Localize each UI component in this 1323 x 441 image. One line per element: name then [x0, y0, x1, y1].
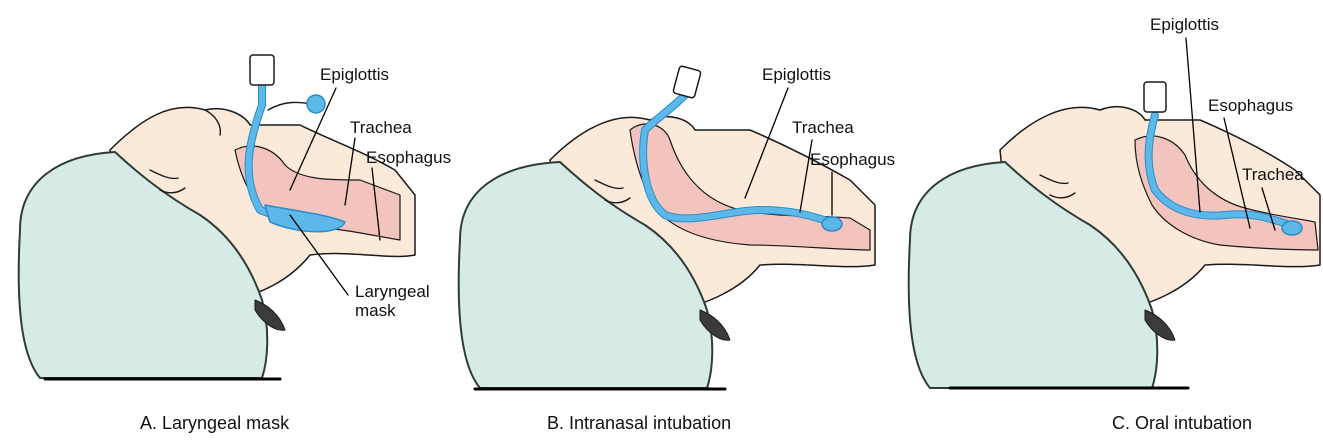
panel-c-label-epiglottis: Epiglottis — [1150, 15, 1219, 34]
panel-c-label-trachea: Trachea — [1242, 165, 1304, 184]
panel-a-label-trachea: Trachea — [350, 118, 412, 137]
panel-c-tube-cuff — [1282, 221, 1302, 235]
panel-c-label-esophagus: Esophagus — [1208, 96, 1293, 115]
panel-a-connector — [250, 55, 274, 85]
panel-a-label-mask-line1: Laryngeal — [355, 282, 430, 301]
panel-c-illustration — [890, 0, 1323, 441]
panel-a-label-esophagus: Esophagus — [366, 148, 451, 167]
panel-a-label-mask-line2: mask — [355, 301, 396, 320]
panel-b-caption: B. Intranasal intubation — [547, 413, 731, 434]
panel-b-connector — [673, 66, 701, 99]
panel-b-label-esophagus: Esophagus — [810, 150, 895, 169]
panel-c-caption: C. Oral intubation — [1112, 413, 1252, 434]
panel-a-pilot-line — [268, 102, 312, 110]
panel-a-caption: A. Laryngeal mask — [140, 413, 289, 434]
panel-c-connector — [1144, 82, 1166, 112]
panel-b-label-trachea: Trachea — [792, 118, 854, 137]
panel-a-label-epiglottis: Epiglottis — [320, 65, 389, 84]
panel-a-pilot-balloon — [307, 95, 325, 113]
panel-b-tube-cuff — [822, 217, 842, 231]
panel-b-label-epiglottis: Epiglottis — [762, 65, 831, 84]
